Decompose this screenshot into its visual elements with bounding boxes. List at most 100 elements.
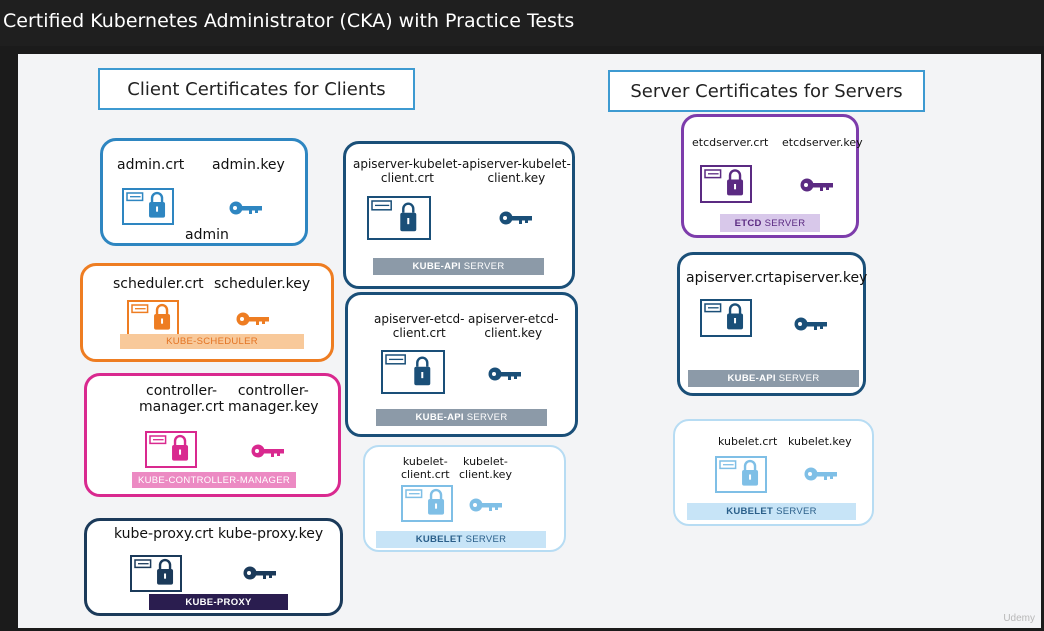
certificate-icon: [715, 456, 767, 493]
certificate-icon: [381, 350, 445, 394]
kubelet-bar-bold: KUBELET: [726, 506, 774, 517]
admin-user-label: admin: [185, 227, 229, 243]
kubelet-bar-bold: KUBELET: [415, 534, 463, 545]
proxy-key-label: kube-proxy.key: [218, 526, 324, 542]
certificate-icon: [122, 188, 174, 225]
server-bar-suffix: SERVER: [463, 261, 505, 272]
certificate-icon: [145, 431, 197, 468]
etcd-server-bar: ETCD SERVER: [720, 214, 820, 232]
admin-box: admin.crt admin.key admin: [100, 138, 308, 246]
key-icon: [499, 210, 533, 226]
kubelet-client-key-label: kubelet- client.key: [459, 455, 512, 481]
kube-controller-manager-bar-text: KUBE-CONTROLLER-MANAGER: [137, 474, 291, 486]
apiserver-kubelet-key-label: apiserver-kubelet- client.key: [462, 157, 571, 185]
kube-api-server-bar: KUBE-API SERVER: [376, 409, 547, 426]
apiserver-etcd-key-label: apiserver-etcd- client.key: [468, 312, 559, 340]
controller-manager-box: controller- manager.crt controller- mana…: [84, 373, 341, 497]
scheduler-key-label: scheduler.key: [214, 276, 311, 292]
client-heading: Client Certificates for Clients: [98, 68, 415, 110]
kubelet-client-box: kubelet- client.crt kubelet- client.key: [363, 445, 566, 552]
kubelet-client-key-line1: kubelet-: [463, 455, 508, 468]
kubelet-server-bar: KUBELET SERVER: [687, 503, 856, 520]
key-icon: [488, 366, 522, 382]
kubelet-client-crt-line2: client.crt: [401, 468, 450, 481]
key-icon: [229, 200, 263, 216]
controller-key-label: controller- manager.key: [228, 383, 319, 415]
client-heading-text: Client Certificates for Clients: [127, 78, 386, 100]
etcd-key-label: etcdserver.key: [782, 136, 863, 149]
key-icon: [794, 316, 828, 332]
apiserver-kubelet-key-line2: client.key: [487, 171, 546, 185]
server-bar-suffix: SERVER: [776, 506, 817, 517]
scheduler-crt-label: scheduler.crt: [113, 276, 204, 292]
kubelet-client-key-line2: client.key: [459, 468, 512, 481]
certificate-icon: [130, 555, 182, 592]
apiserver-etcd-crt-line1: apiserver-etcd-: [374, 312, 465, 326]
etcd-server-box: etcdserver.crt etcdserver.key ETCD SERVE…: [681, 114, 863, 238]
apiserver-key-label: apiserver.key: [774, 270, 868, 286]
kubelet-client-crt-label: kubelet- client.crt: [401, 455, 450, 481]
apiserver-etcd-client-box: apiserver-etcd- client.crt apiserver-etc…: [345, 292, 578, 437]
title-bar: Certified Kubernetes Administrator (CKA)…: [0, 0, 1044, 46]
key-icon: [251, 443, 285, 459]
certificate-icon: [700, 299, 752, 337]
certificate-icon: [367, 196, 431, 240]
course-title: Certified Kubernetes Administrator (CKA)…: [3, 10, 575, 32]
kube-scheduler-bar: KUBE-SCHEDULER: [120, 334, 304, 349]
apiserver-kubelet-crt-line2: client.crt: [380, 171, 434, 185]
admin-crt-label: admin.crt: [117, 157, 185, 173]
kubelet-crt-label: kubelet.crt: [718, 435, 778, 448]
kube-api-bar-bold: KUBE-API: [415, 412, 464, 423]
etcd-bar-bold: ETCD: [734, 217, 762, 229]
apiserver-etcd-key-line2: client.key: [484, 326, 543, 340]
kubelet-key-label: kubelet.key: [788, 435, 852, 448]
certificate-icon: [127, 300, 179, 337]
server-bar-suffix: SERVER: [778, 373, 820, 384]
proxy-crt-label: kube-proxy.crt: [114, 526, 214, 542]
apiserver-etcd-crt-label: apiserver-etcd- client.crt: [374, 312, 465, 340]
key-icon: [469, 497, 503, 513]
kube-api-server-bar: KUBE-API SERVER: [688, 370, 859, 387]
kube-controller-manager-bar: KUBE-CONTROLLER-MANAGER: [132, 472, 296, 488]
etcd-crt-label: etcdserver.crt: [692, 136, 769, 149]
kube-proxy-bar-text: KUBE-PROXY: [185, 596, 252, 608]
apiserver-etcd-crt-line2: client.crt: [392, 326, 446, 340]
kube-api-bar-bold: KUBE-API: [727, 373, 776, 384]
apiserver-kubelet-key-line1: apiserver-kubelet-: [462, 157, 571, 171]
certificate-icon: [700, 165, 752, 203]
controller-crt-line2: manager.crt: [139, 399, 225, 415]
udemy-watermark: Udemy: [1003, 613, 1035, 624]
kube-proxy-bar: KUBE-PROXY: [149, 594, 288, 610]
server-heading: Server Certificates for Servers: [608, 70, 925, 112]
scheduler-box: scheduler.crt scheduler.key KUBE-SCHEDUL…: [80, 263, 334, 362]
server-bar-suffix: SERVER: [764, 217, 806, 229]
apiserver-box: apiserver.crt apiserver.key KUBE-API SER…: [677, 252, 868, 396]
key-icon: [236, 311, 270, 327]
apiserver-kubelet-crt-line1: apiserver-kubelet-: [353, 157, 462, 171]
kubelet-server-box: kubelet.crt kubelet.key KUBELET SERVER: [673, 419, 874, 526]
apiserver-crt-label: apiserver.crt: [686, 270, 774, 286]
kube-api-bar-bold: KUBE-API: [412, 261, 461, 272]
controller-crt-label: controller- manager.crt: [139, 383, 224, 415]
slide: Client Certificates for Clients Server C…: [18, 54, 1041, 628]
server-heading-text: Server Certificates for Servers: [630, 80, 903, 102]
apiserver-kubelet-client-box: apiserver-kubelet- client.crt apiserver-…: [343, 141, 575, 289]
controller-key-line2: manager.key: [228, 399, 319, 415]
kubelet-client-crt-line1: kubelet-: [402, 455, 448, 468]
controller-key-line1: controller-: [237, 383, 309, 399]
key-icon: [804, 466, 838, 482]
apiserver-kubelet-crt-label: apiserver-kubelet- client.crt: [353, 157, 462, 185]
certificate-icon: [401, 485, 453, 522]
key-icon: [800, 177, 834, 193]
kubelet-server-bar: KUBELET SERVER: [376, 531, 546, 548]
key-icon: [243, 565, 277, 581]
kube-scheduler-bar-text: KUBE-SCHEDULER: [166, 336, 258, 347]
kube-proxy-box: kube-proxy.crt kube-proxy.key KUBE-PROXY: [84, 518, 343, 616]
server-bar-suffix: SERVER: [466, 412, 508, 423]
kube-api-server-bar: KUBE-API SERVER: [373, 258, 544, 275]
apiserver-etcd-key-line1: apiserver-etcd-: [468, 312, 559, 326]
server-bar-suffix: SERVER: [465, 534, 507, 545]
admin-key-label: admin.key: [212, 157, 285, 173]
controller-crt-line1: controller-: [146, 383, 217, 399]
